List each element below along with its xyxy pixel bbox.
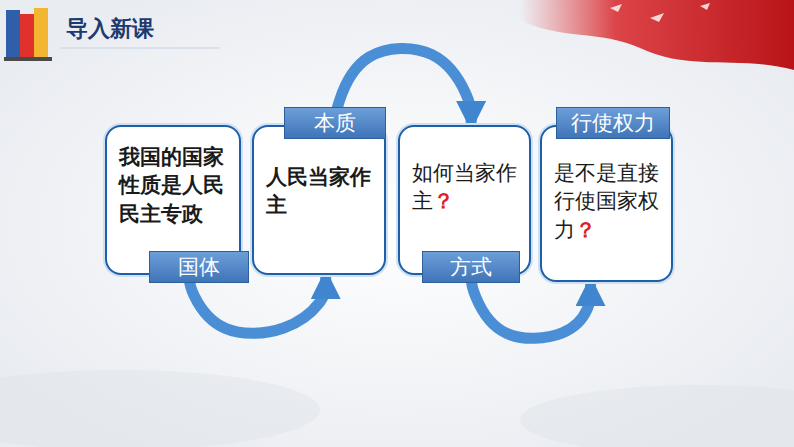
box-text: 人民当家作主 [266,163,374,220]
dove-shapes [610,3,710,22]
curved-arrow [471,275,590,338]
question-mark: ？ [433,189,454,212]
text-part: 是不是直接行使国家权力 [554,161,659,241]
concept-box: 人民当家作主本质 [252,125,386,275]
box-text: 如何当家作主？ [412,159,519,216]
tab-label: 本质 [284,107,386,139]
tab-label: 行使权力 [556,107,670,139]
cloud-shape [0,370,320,447]
tab-label: 方式 [422,251,520,283]
cloud-shape [520,385,794,447]
box-text: 是不是直接行使国家权力？ [554,159,661,244]
text-part: 如何当家作主 [412,161,517,212]
concept-box: 是不是直接行使国家权力？行使权力 [540,125,673,282]
concept-box: 如何当家作主？方式 [398,125,531,275]
slide-title: 导入新课 [66,14,154,44]
book-icon [4,8,52,61]
curved-arrow [189,275,325,333]
title-rule [60,48,220,49]
red-brush [520,0,794,70]
concept-box: 我国的国家性质是人民民主专政国体 [105,125,241,275]
question-mark: ？ [575,218,596,241]
tab-label: 国体 [149,251,249,283]
box-text: 我国的国家性质是人民民主专政 [119,143,229,228]
